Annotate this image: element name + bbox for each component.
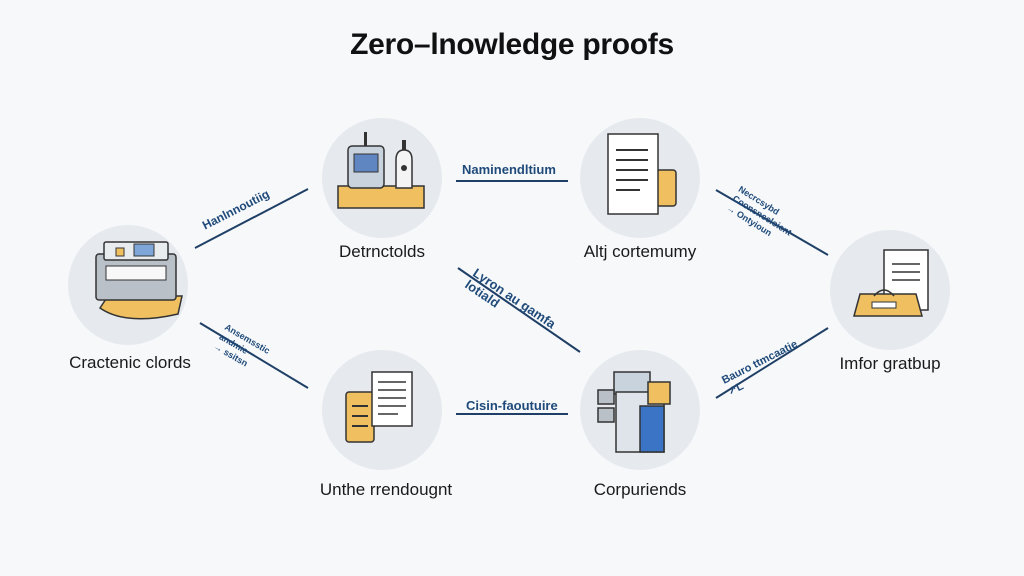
node-bottom-mid-right-label: Corpuriends [593, 480, 687, 499]
node-top-mid-left-label: Detrnctolds [339, 242, 425, 261]
inbox-document-icon [853, 249, 929, 317]
edge-label-bottom-horizontal: Cisin-faoutuire [466, 398, 558, 413]
node-left-label: Cractenic clords [69, 353, 191, 372]
node-bottom-mid-left-label: Unthe rrendougnt [319, 480, 453, 499]
edge-right-to-top [715, 189, 829, 256]
edge-cross-diagonal [457, 267, 581, 353]
server-icon [597, 371, 671, 453]
document-icon [607, 133, 677, 215]
printer-icon [95, 241, 183, 320]
diagram-title: Zero–lnowledge proofs [350, 28, 674, 61]
papers-icon [345, 371, 413, 443]
node-top-mid-right-label: Altj cortemumy [583, 242, 697, 261]
edge-right-to-bottom [715, 327, 829, 399]
bottles-icon [337, 132, 425, 209]
node-right-label: Imfor gratbup [839, 354, 941, 373]
edge-left-to-bottom [199, 322, 309, 389]
edge-left-to-top [194, 188, 309, 249]
edge-label-top-horizontal: Naminendltium [462, 162, 556, 177]
